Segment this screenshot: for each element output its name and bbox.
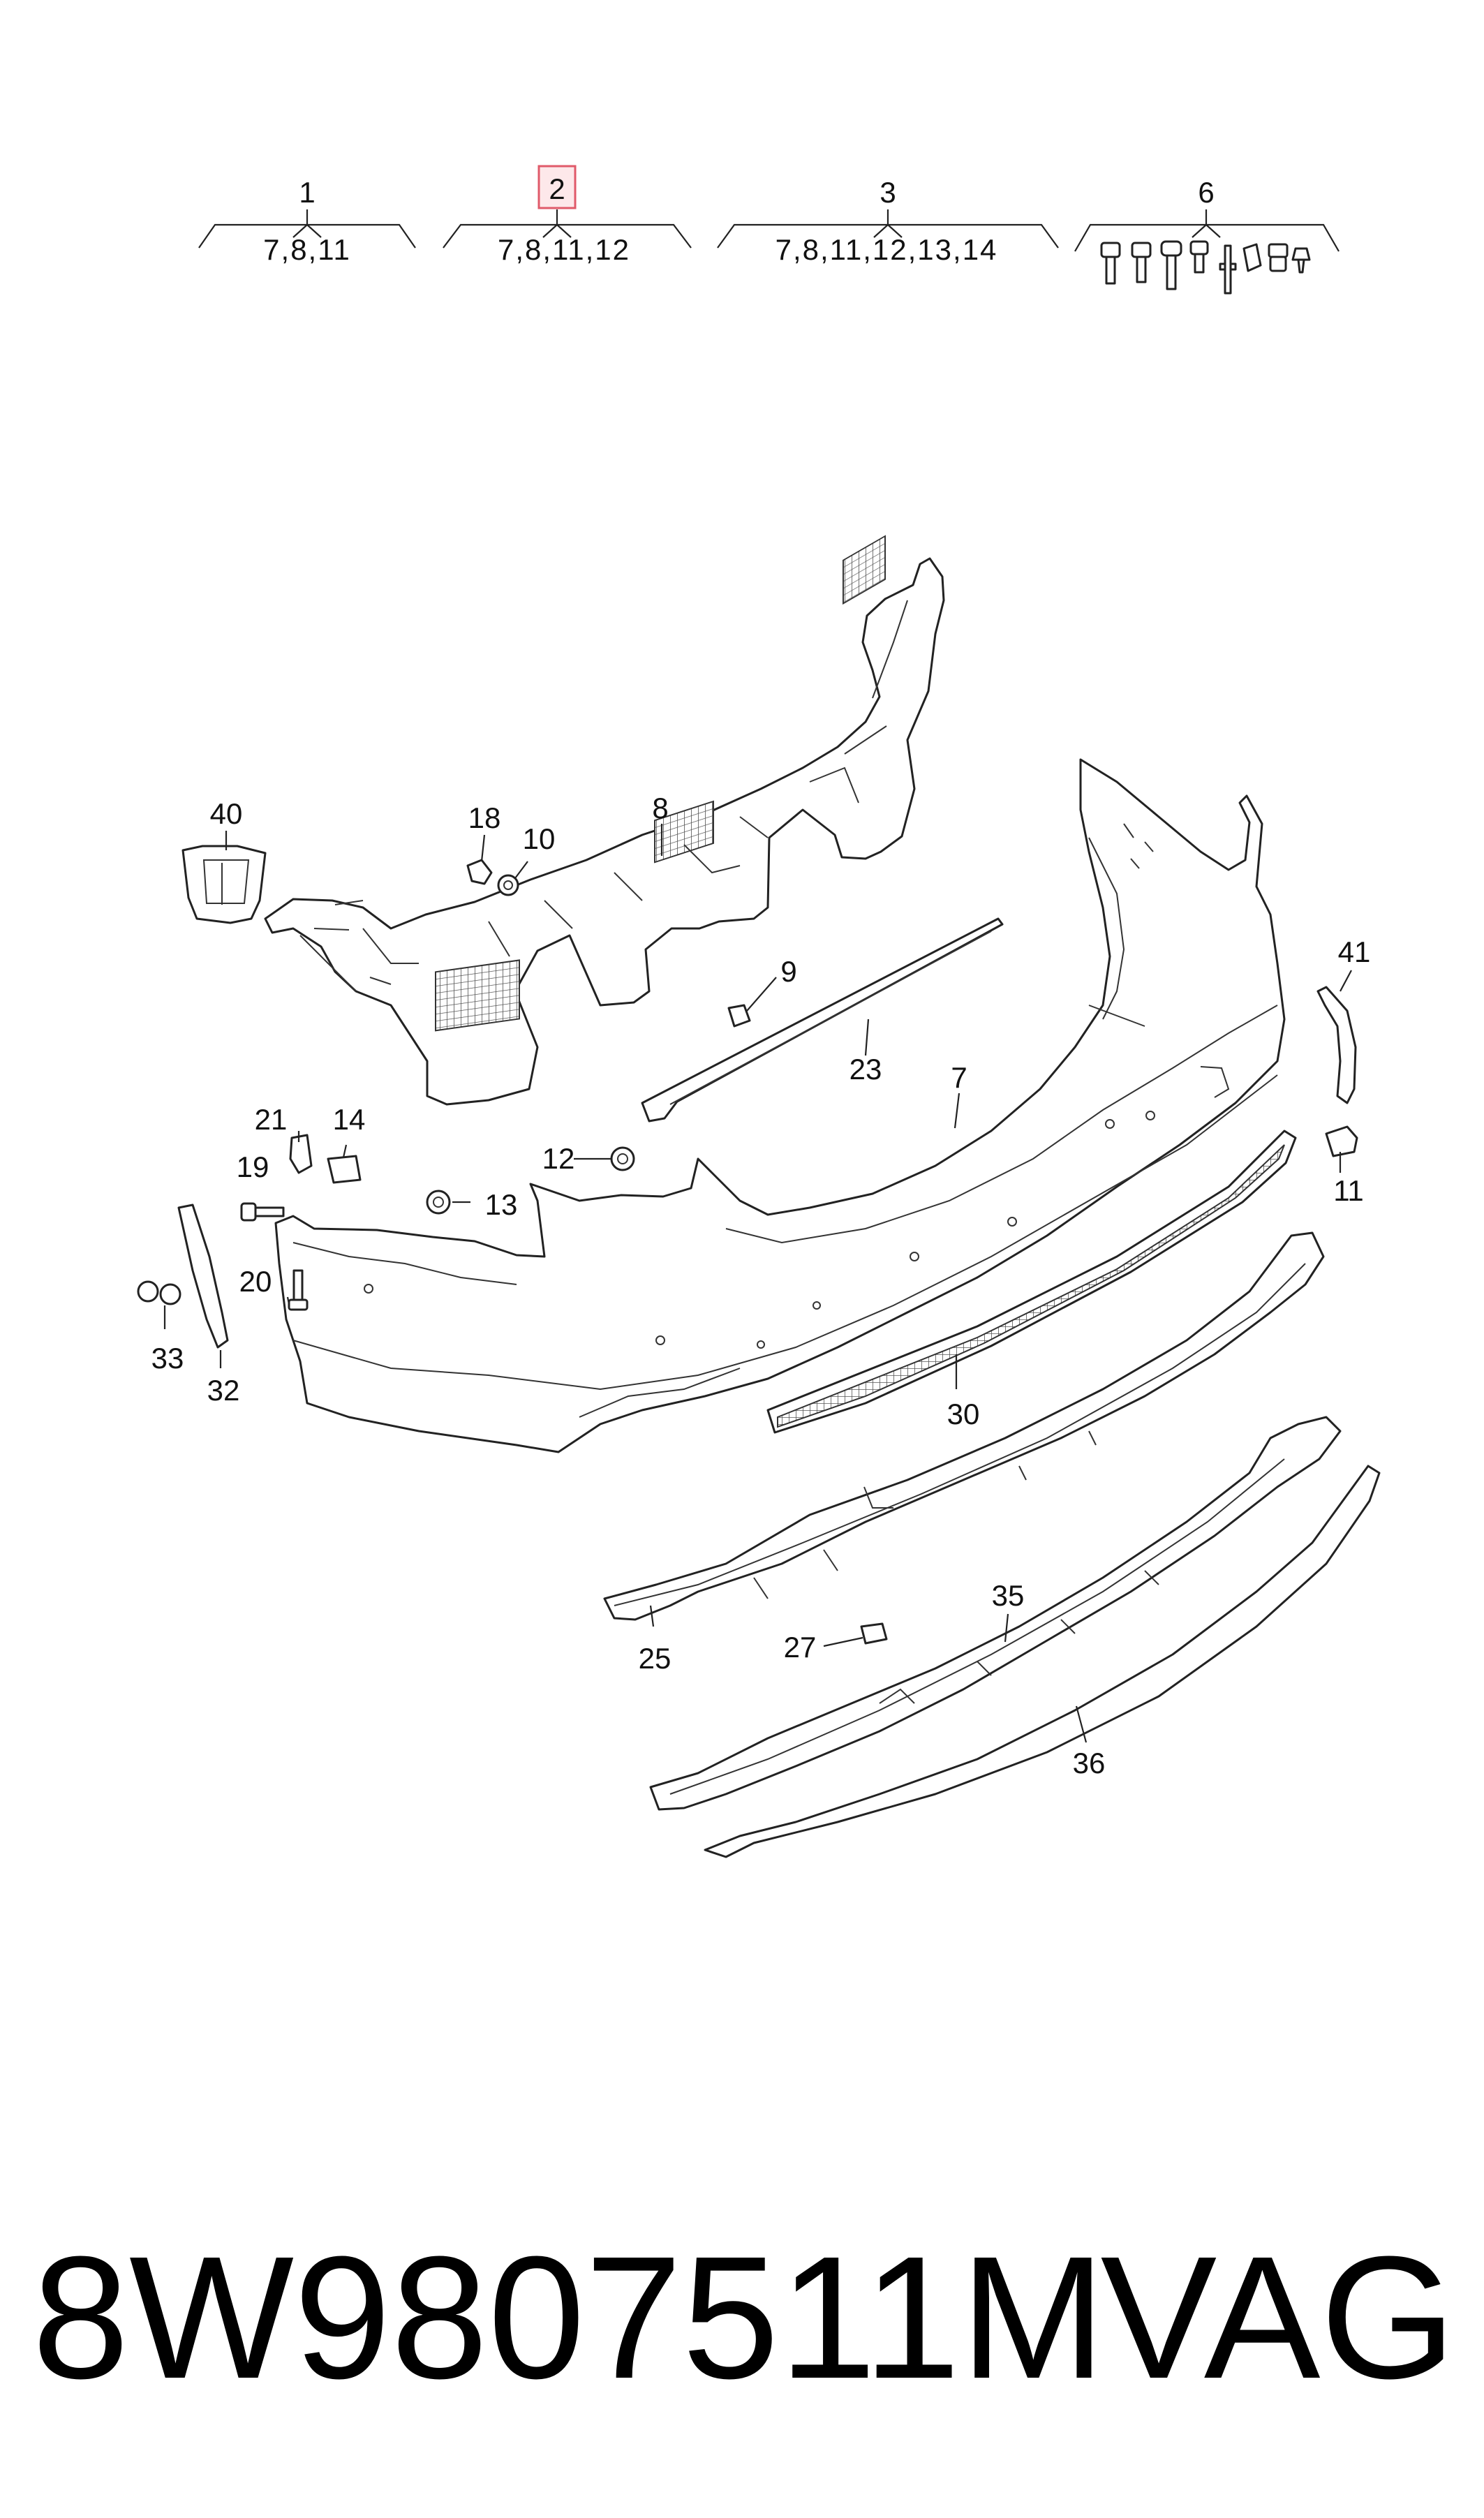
part-number: 8W9807511M <box>32 2220 1106 2415</box>
callout-8: 8 <box>652 792 668 824</box>
clip-21 <box>289 1134 313 1174</box>
bolt-icon <box>1189 240 1209 274</box>
callout-36: 36 <box>1073 1747 1106 1779</box>
callout-7: 7 <box>951 1061 967 1094</box>
header-group-1: 1 7,8,11 <box>198 176 416 266</box>
callout-30: 30 <box>947 1398 980 1430</box>
callout-35: 35 <box>992 1579 1025 1612</box>
screw-20 <box>288 1269 309 1311</box>
callout-11: 11 <box>1333 1174 1364 1207</box>
header-group-3: 3 7,8,11,12,13,14 <box>717 176 1059 266</box>
bracket-32 <box>177 1204 229 1349</box>
callout-32: 32 <box>207 1374 240 1407</box>
callout-14: 14 <box>333 1103 366 1136</box>
clip-icon <box>1242 243 1262 272</box>
header-group-1-number: 1 <box>299 176 315 209</box>
lower-grille <box>766 1130 1297 1434</box>
screw-19 <box>240 1202 285 1222</box>
header-group-6-number: 6 <box>1198 176 1214 209</box>
clip-27 <box>860 1622 888 1645</box>
callout-20: 20 <box>239 1265 272 1298</box>
callout-12: 12 <box>542 1142 575 1175</box>
callout-27: 27 <box>784 1631 817 1664</box>
header-group-6: 6 <box>1074 176 1340 295</box>
rivet-icon <box>1219 244 1237 295</box>
callout-13: 13 <box>485 1188 518 1221</box>
callout-labels: 40 18 10 8 9 23 7 41 11 21 14 19 12 13 2… <box>151 792 1371 1779</box>
bolt-icon <box>1131 242 1152 283</box>
grommet-10 <box>497 874 519 896</box>
rear-diffuser <box>603 1231 1325 1621</box>
nut-icon <box>1268 243 1289 272</box>
callout-25: 25 <box>639 1642 671 1675</box>
grommet-13 <box>426 1190 451 1215</box>
nut-18 <box>466 859 493 885</box>
clip-9 <box>727 1004 751 1028</box>
header-group-2-number: 2 <box>549 172 565 205</box>
lower-lip <box>704 1465 1381 1858</box>
grommet-12 <box>610 1146 635 1171</box>
highlight-box <box>537 165 577 209</box>
side-bracket <box>181 845 267 924</box>
brand-name: VAG <box>1100 2220 1456 2415</box>
side-trim-41 <box>1316 986 1357 1104</box>
header-group-1-parts: 7,8,11 <box>263 233 351 266</box>
callout-23: 23 <box>849 1053 882 1086</box>
screw-33 <box>137 1280 181 1305</box>
header-group-2: 2 7,8,11,12 <box>443 165 692 266</box>
callout-40: 40 <box>210 797 243 830</box>
callout-18: 18 <box>468 801 501 834</box>
leader-lines <box>163 824 1352 1743</box>
fastener-icons <box>1100 240 1311 295</box>
callout-21: 21 <box>255 1103 288 1136</box>
header-group-2-parts: 7,8,11,12 <box>498 233 630 266</box>
clip-11 <box>1325 1125 1358 1157</box>
callout-41: 41 <box>1338 935 1371 968</box>
clip-icon <box>1291 247 1311 274</box>
callout-9: 9 <box>780 955 796 988</box>
clip-14 <box>327 1155 362 1184</box>
callout-10: 10 <box>523 822 556 855</box>
bolt-icon <box>1100 242 1121 285</box>
header-group-3-parts: 7,8,11,12,13,14 <box>776 233 998 266</box>
callout-33: 33 <box>151 1342 184 1375</box>
callout-19: 19 <box>237 1150 269 1183</box>
header-group-3-number: 3 <box>880 176 896 209</box>
bumper-cover <box>274 758 1286 1453</box>
bumper-carrier <box>264 535 945 1106</box>
footer-caption: 8W9807511M VAG <box>0 2220 1484 2415</box>
trim-strip <box>641 917 1004 1123</box>
screw-icon <box>1160 240 1182 290</box>
lower-diffuser-trim <box>649 1416 1342 1811</box>
